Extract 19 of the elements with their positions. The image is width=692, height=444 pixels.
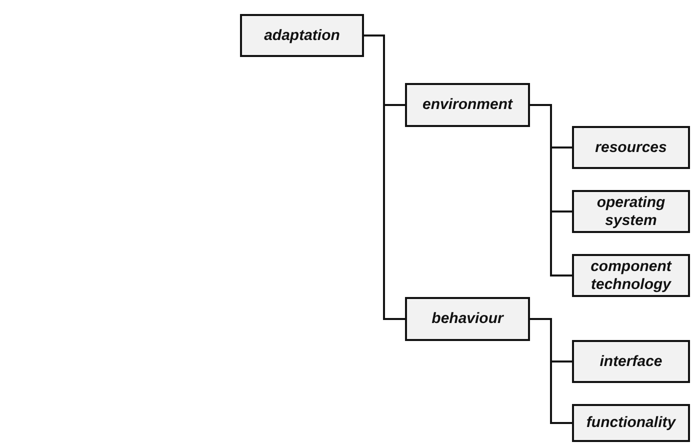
node-label: adaptation <box>264 26 340 44</box>
connector-line <box>364 34 405 320</box>
node-label: component technology <box>590 258 673 294</box>
category-box <box>572 254 690 297</box>
node-label: functionality <box>586 414 676 432</box>
connector-line <box>530 318 572 424</box>
node-label: resources <box>595 138 667 156</box>
category-box <box>405 83 530 127</box>
connector-line <box>530 104 572 276</box>
node-label: environment <box>422 96 512 114</box>
category-box <box>240 14 364 57</box>
category-box <box>572 404 690 442</box>
category-box <box>572 126 690 169</box>
node-label: operating system <box>596 194 666 230</box>
node-label: interface <box>600 352 662 370</box>
category-box <box>572 340 690 383</box>
category-box <box>572 190 690 233</box>
category-box <box>405 297 530 341</box>
node-label: behaviour <box>432 310 504 328</box>
